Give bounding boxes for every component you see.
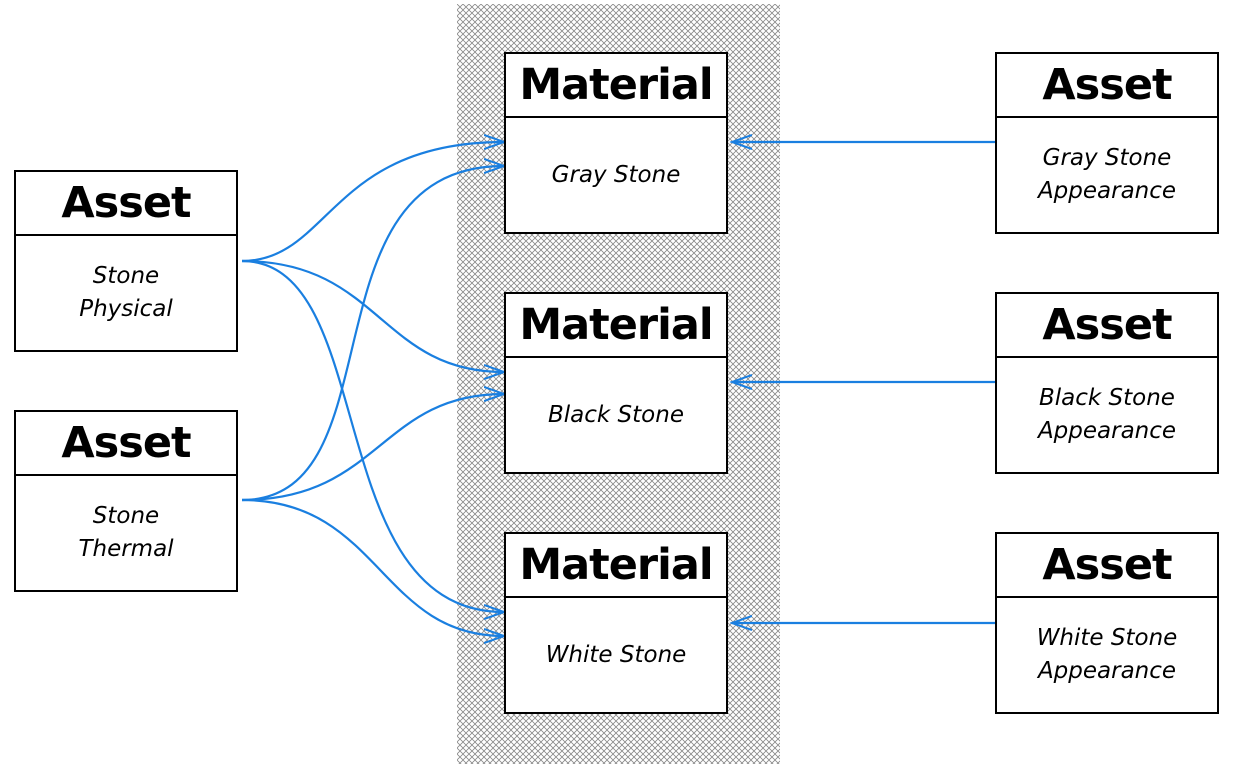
material-name: Gray Stone xyxy=(551,161,681,188)
material-header: Material xyxy=(506,54,726,118)
material-gray-stone[interactable]: Material Gray Stone xyxy=(504,52,728,234)
asset-header: Asset xyxy=(16,412,236,476)
asset-header: Asset xyxy=(997,294,1217,358)
asset-header: Asset xyxy=(997,534,1217,598)
material-header: Material xyxy=(506,534,726,598)
material-white-stone[interactable]: Material White Stone xyxy=(504,532,728,714)
material-name: White Stone xyxy=(545,641,687,668)
asset-header: Asset xyxy=(16,172,236,236)
material-name: Black Stone xyxy=(548,401,684,428)
asset-header: Asset xyxy=(997,54,1217,118)
material-black-stone[interactable]: Material Black Stone xyxy=(504,292,728,474)
material-header: Material xyxy=(506,294,726,358)
